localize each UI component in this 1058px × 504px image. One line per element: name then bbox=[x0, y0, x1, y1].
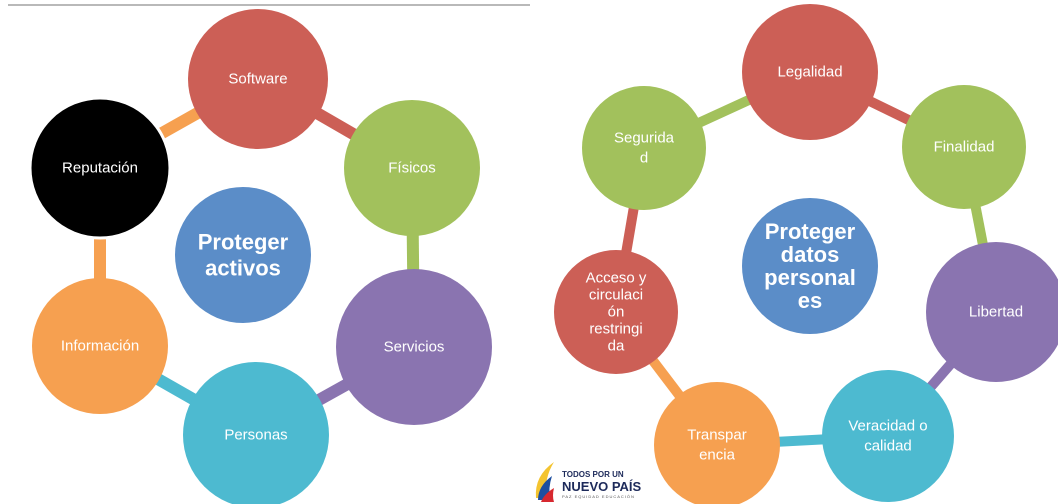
left-center-label: Proteger bbox=[198, 230, 289, 255]
right-node-circle bbox=[902, 85, 1026, 209]
right-node-label: d bbox=[640, 150, 648, 167]
right-node-circle bbox=[926, 242, 1058, 382]
left-node-circle bbox=[32, 278, 168, 414]
left-node-label: Software bbox=[228, 71, 287, 88]
right-node-label: circulaci bbox=[589, 287, 643, 304]
left-node-label: Servicios bbox=[384, 339, 445, 356]
right-center-label: es bbox=[798, 288, 822, 313]
logo-line-3: PAZ EQUIDAD EDUCACIÓN bbox=[562, 494, 635, 499]
right-node-label: Veracidad o bbox=[848, 418, 927, 435]
right-node-label: Legalidad bbox=[777, 64, 842, 81]
left-node-circle bbox=[344, 100, 480, 236]
left-node-circle bbox=[183, 362, 329, 504]
logo-line-2: NUEVO PAÍS bbox=[562, 479, 642, 494]
right-center-label: Proteger bbox=[765, 219, 856, 244]
right-node-label: da bbox=[608, 338, 625, 355]
left-node-label: Personas bbox=[224, 427, 287, 444]
logo-line-1: TODOS POR UN bbox=[562, 470, 624, 479]
right-node-circle bbox=[582, 86, 706, 210]
left-node-label: Información bbox=[61, 338, 139, 355]
right-node-label: Acceso y bbox=[586, 270, 647, 287]
right-node-label: ón bbox=[608, 304, 625, 321]
right-node-label: Finalidad bbox=[934, 139, 995, 156]
left-node-circle bbox=[28, 96, 172, 240]
left-center-label: activos bbox=[205, 256, 281, 281]
right-node-label: Transpar bbox=[687, 427, 746, 444]
left-node-label: Reputación bbox=[62, 160, 138, 177]
right-center-circle bbox=[742, 198, 878, 334]
right-node-label: restringi bbox=[589, 321, 642, 338]
right-node-circle bbox=[742, 4, 878, 140]
right-node-circle bbox=[822, 370, 954, 502]
left-node-circle bbox=[188, 9, 328, 149]
left-center-circle bbox=[175, 187, 311, 323]
right-node-label: calidad bbox=[864, 438, 912, 455]
todos-por-un-nuevo-pais-logo: TODOS POR UN NUEVO PAÍS PAZ EQUIDAD EDUC… bbox=[532, 456, 652, 502]
right-node-circle bbox=[554, 250, 678, 374]
right-node-label: encia bbox=[699, 447, 736, 464]
right-node-label: Segurida bbox=[614, 130, 675, 147]
right-node-label: Libertad bbox=[969, 304, 1023, 321]
right-center-label: personal bbox=[764, 265, 856, 290]
left-node-circle bbox=[336, 269, 492, 425]
right-center-label: datos bbox=[781, 242, 840, 267]
right-node-circle bbox=[654, 382, 780, 504]
left-node-label: Físicos bbox=[388, 160, 436, 177]
colombia-flag-swoosh-icon bbox=[535, 462, 554, 502]
top-divider-line bbox=[8, 4, 530, 6]
